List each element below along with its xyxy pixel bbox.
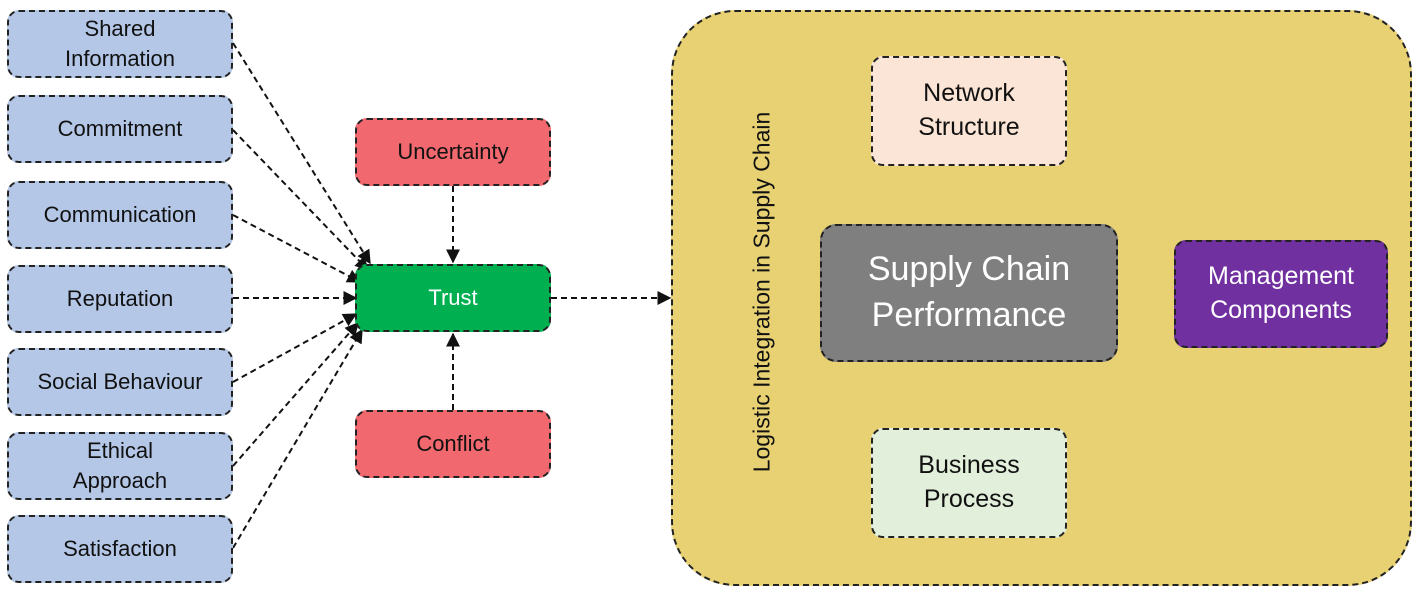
- factor-commitment: Commitment: [7, 95, 233, 163]
- moderator-conflict: Conflict: [355, 410, 551, 478]
- edge-ethical-approach-trust: [232, 321, 359, 467]
- trust-node: Trust: [355, 264, 551, 332]
- edge-shared-information-trust: [232, 42, 371, 265]
- edge-commitment-trust: [232, 129, 369, 272]
- factor-satisfaction: Satisfaction: [7, 515, 233, 583]
- edge-social-behaviour-trust: [232, 313, 358, 383]
- edge-satisfaction-trust: [232, 328, 363, 549]
- logistic-integration-label: Logistic Integration in Supply Chain: [748, 111, 775, 473]
- edge-communication-trust: [232, 214, 362, 283]
- moderator-uncertainty: Uncertainty: [355, 118, 551, 186]
- factor-reputation: Reputation: [7, 265, 233, 333]
- factor-social-behaviour: Social Behaviour: [7, 348, 233, 416]
- factor-communication: Communication: [7, 181, 233, 249]
